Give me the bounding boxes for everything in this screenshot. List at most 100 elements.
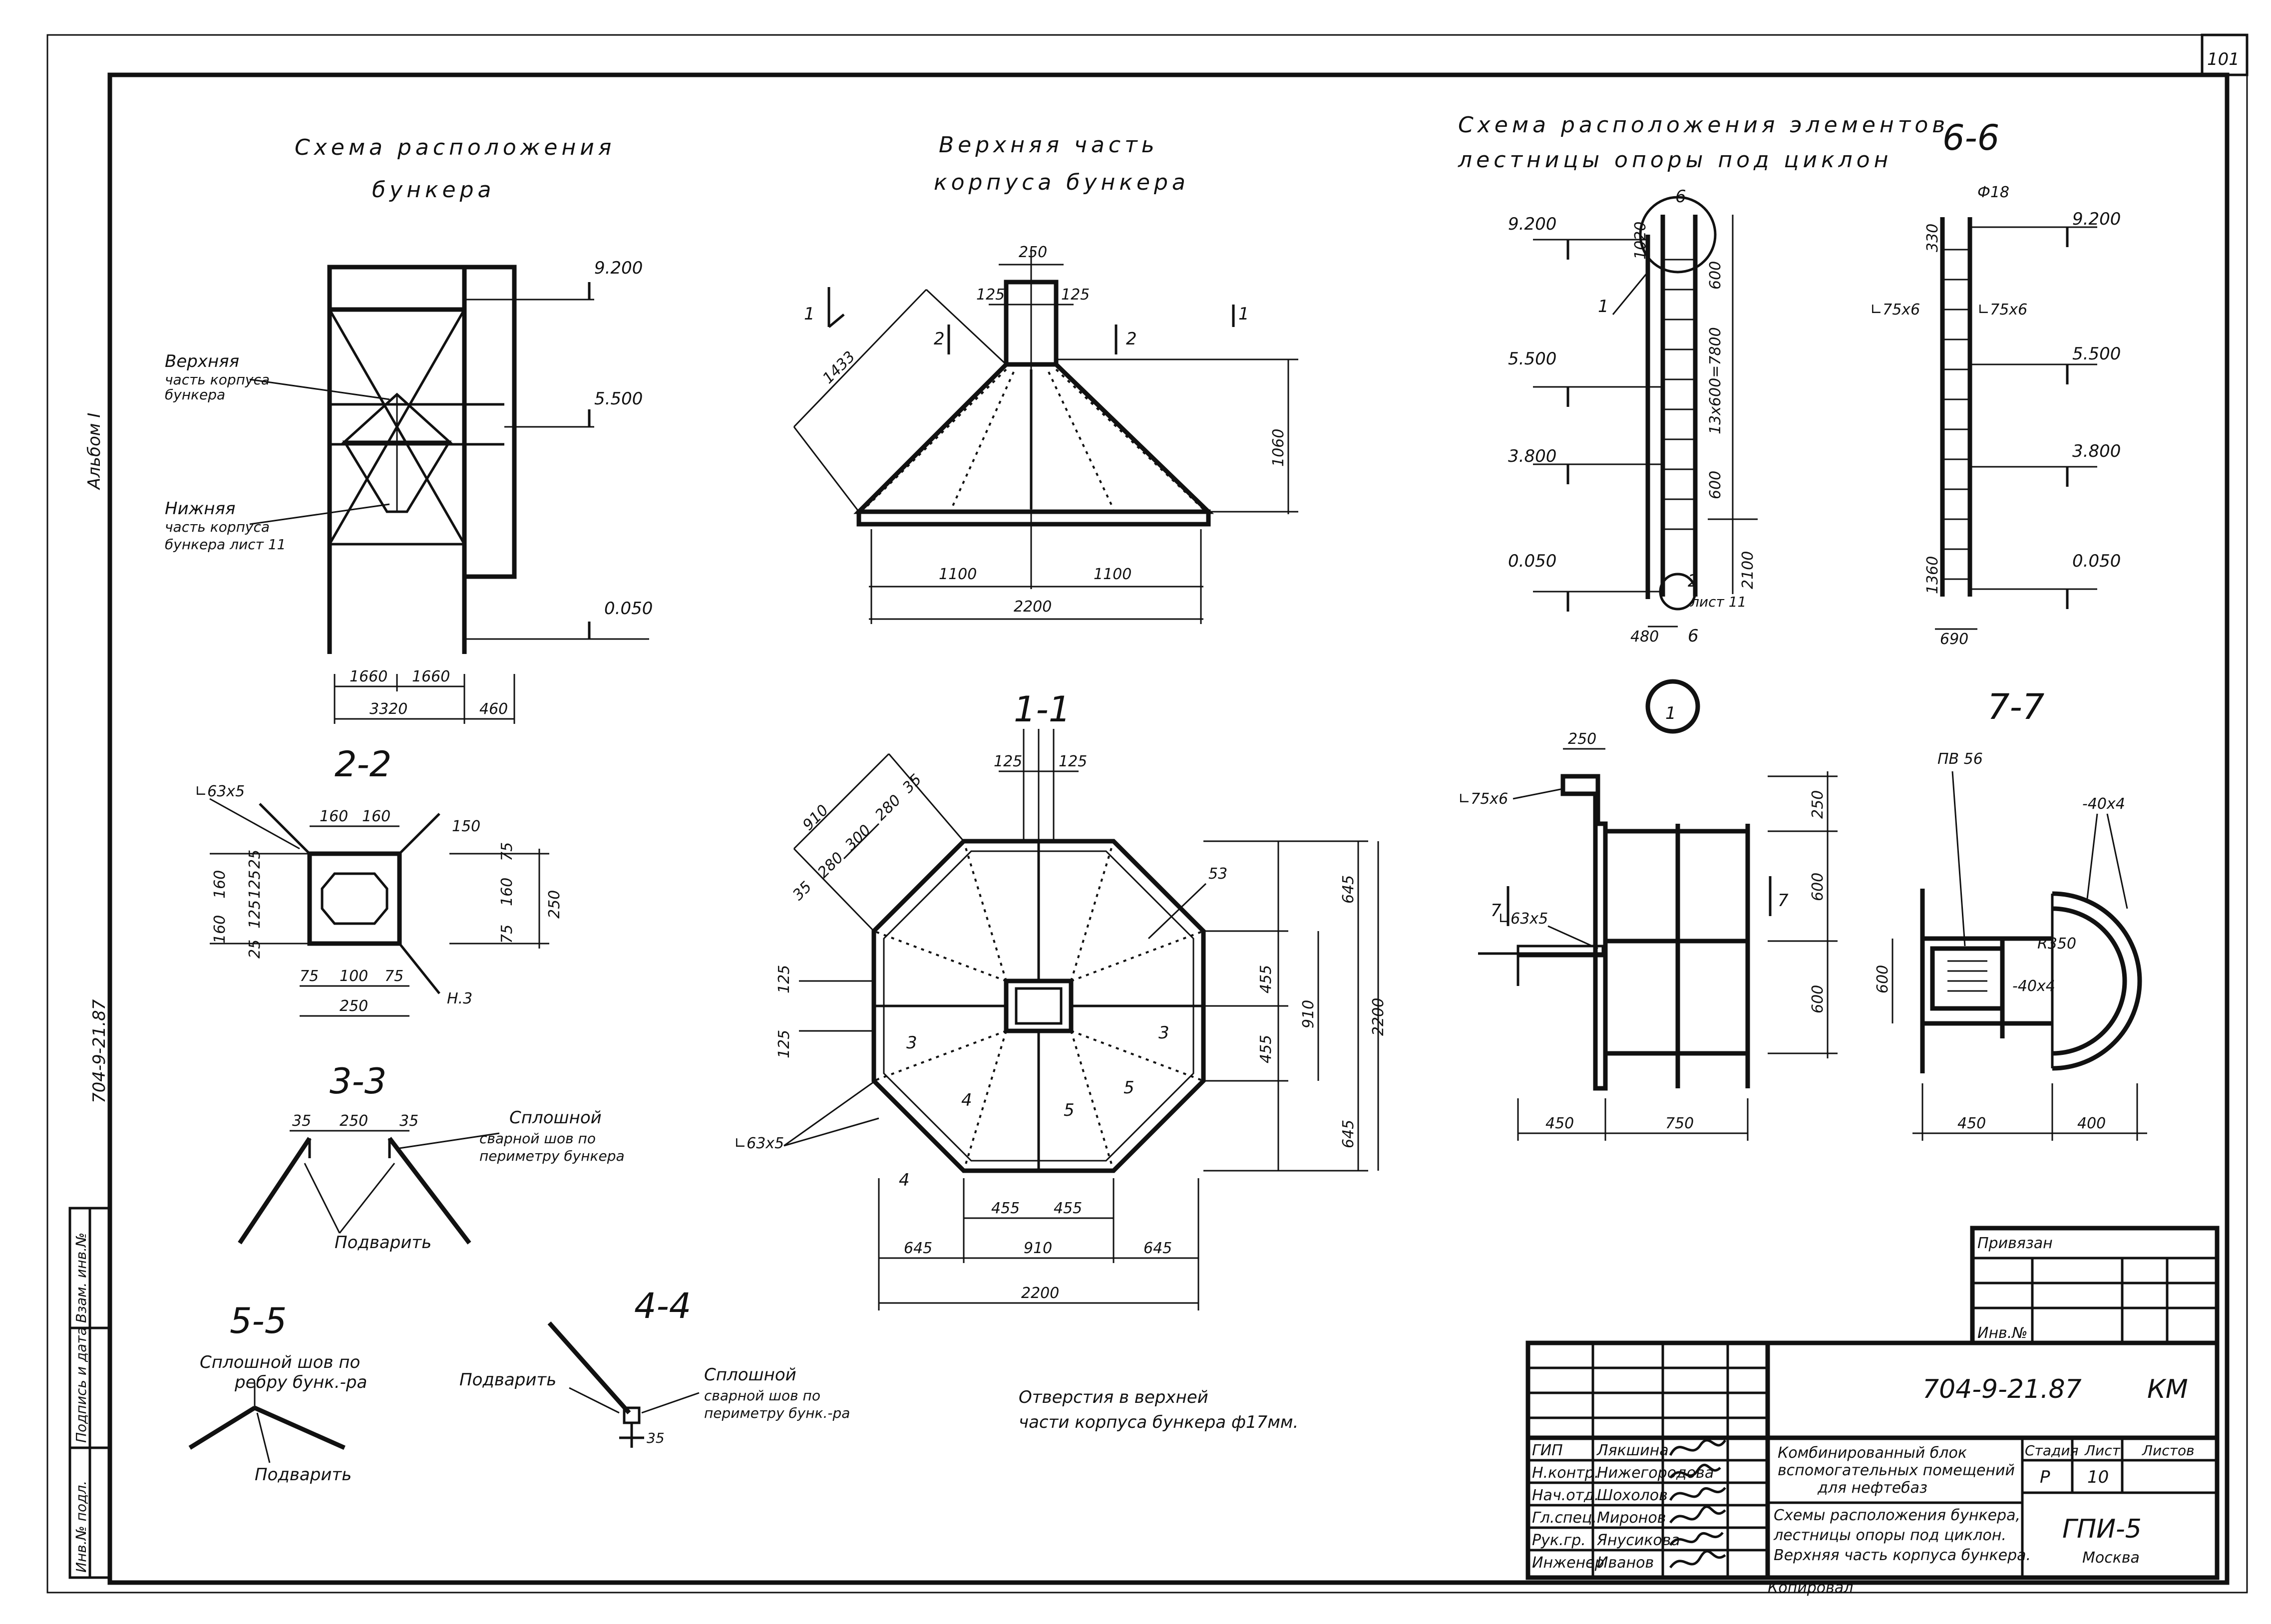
node1-dim-3: 250 bbox=[1809, 790, 1827, 819]
ladder-title-2: лестницы опоры под циклон bbox=[1458, 147, 1892, 173]
ladder-dim-0: 1020 bbox=[1632, 222, 1649, 260]
ladder-mark-sheet: лист 11 bbox=[1690, 594, 1746, 610]
sec44-note-3: периметру бунк.-ра bbox=[704, 1405, 850, 1421]
sec22-dim-13: 250 bbox=[546, 890, 563, 919]
upper-dim-1: 125 bbox=[976, 286, 1005, 304]
stamp-title-2: Верхняя часть корпуса бункера. bbox=[1774, 1547, 2031, 1564]
upper-title-1: Верхняя часть bbox=[939, 132, 1158, 158]
sec11-dim-19: 910 bbox=[1024, 1240, 1052, 1257]
sec22-dim-5: 25 bbox=[246, 850, 264, 869]
sec33-dim-0: 35 bbox=[292, 1112, 311, 1130]
node-1-title: 1 bbox=[1665, 703, 1676, 723]
sec66-dim-5: 690 bbox=[1940, 631, 1968, 648]
section-7-7: 7-7 ПВ 56 -40x4 R350 -40x4 600 450 400 bbox=[1874, 686, 2147, 1141]
node1-dim-6: 450 bbox=[1545, 1115, 1574, 1132]
inner-frame bbox=[107, 72, 2230, 1585]
stamp-name-5: Иванов bbox=[1597, 1554, 1654, 1572]
margin-code: 704-9-21.87 bbox=[89, 999, 109, 1103]
signature-3 bbox=[1669, 1505, 1726, 1524]
sec22-dim-10: 100 bbox=[340, 968, 368, 985]
section-3-3: 3-3 35 250 35 Сплошной сварной шов по пе… bbox=[238, 1061, 625, 1253]
sec44-note-1: Сплошной bbox=[704, 1365, 796, 1385]
side-stamp-inv: Инв.№ подл. bbox=[73, 1481, 89, 1573]
upper-mark-2b: 2 bbox=[1126, 329, 1137, 349]
sec55-note-2: ребру бунк.-ра bbox=[234, 1372, 367, 1392]
stamp-inv: Инв.№ bbox=[1977, 1324, 2027, 1342]
sec33-note-2: сварной шов по bbox=[479, 1130, 596, 1147]
ladder-mark-2: 2 bbox=[1688, 571, 1699, 591]
signature-5 bbox=[1669, 1550, 1726, 1569]
ladder-title-1: Схема расположения элементов bbox=[1458, 112, 1949, 138]
stamp-code: 704-9-21.87 bbox=[1922, 1374, 2082, 1404]
margin-album: Альбом I bbox=[84, 413, 104, 490]
sec66-dim-1: 330 bbox=[1924, 224, 1941, 252]
schema-upper-3: бункера bbox=[165, 386, 225, 403]
stamp-org: ГПИ-5 bbox=[2062, 1514, 2142, 1544]
sec11-dim-23: ∟63x5 bbox=[734, 1135, 784, 1152]
schema-level-0: 9.200 bbox=[594, 258, 643, 278]
signature-0 bbox=[1669, 1439, 1727, 1456]
sec22-dim-12: 250 bbox=[340, 997, 368, 1015]
ladder-dim-2: 13x600=7800 bbox=[1707, 327, 1724, 434]
sec22-dim-15: 160 bbox=[498, 878, 516, 906]
sec44-weld: Подварить bbox=[459, 1370, 556, 1390]
stamp-role-0: ГИП bbox=[1532, 1442, 1563, 1459]
side-stamp-replace: Взам. инв.№ bbox=[73, 1233, 89, 1323]
side-stamp-sign: Подпись и дата bbox=[73, 1327, 89, 1443]
signature-4 bbox=[1669, 1532, 1724, 1546]
sec33-note-3: периметру бункера bbox=[479, 1148, 625, 1164]
sec11-mark-5b: 5 bbox=[1124, 1078, 1135, 1098]
sec22-dim-4: 160 bbox=[211, 915, 229, 944]
title-block: Привязан Инв.№ 704-9-21.87 КМ ГИП Лякшин… bbox=[1525, 1226, 2220, 1597]
sec66-dim-2: ∟75x6 bbox=[1870, 301, 1920, 319]
stamp-name-3: Миронов bbox=[1597, 1509, 1666, 1527]
sec22-dim-8: 25 bbox=[246, 940, 264, 959]
signature-2 bbox=[1669, 1487, 1726, 1501]
stamp-role-2: Нач.отд. bbox=[1532, 1487, 1599, 1504]
sec77-dim-2: R350 bbox=[2037, 935, 2076, 953]
sec44-title: 4-4 bbox=[634, 1286, 691, 1326]
sec77-dim-3: -40x4 bbox=[2012, 977, 2055, 995]
outer-border bbox=[46, 34, 2248, 1594]
sec11-dim-1: 125 bbox=[1059, 753, 1087, 770]
sec66-level-2: 3.800 bbox=[2072, 441, 2121, 461]
section-4-4: 4-4 35 Подварить Сплошной сварной шов по… bbox=[459, 1286, 850, 1448]
upper-dim-3: 1433 bbox=[819, 348, 859, 387]
sec22-dim-17: 150 bbox=[452, 818, 480, 835]
stamp-role-5: Инженер bbox=[1532, 1554, 1604, 1572]
stamp-name-0: Лякшина bbox=[1596, 1442, 1669, 1459]
ladder-level-3: 0.050 bbox=[1508, 551, 1556, 571]
sec33-title: 3-3 bbox=[330, 1061, 386, 1102]
sec22-dim-16: 75 bbox=[498, 925, 516, 944]
sec66-level-0: 9.200 bbox=[2072, 209, 2121, 229]
corner-box bbox=[2201, 33, 2249, 76]
corner-number: 101 bbox=[2207, 49, 2240, 69]
sec77-dim-0: ПВ 56 bbox=[1937, 750, 1983, 768]
sec11-dim-10: 125 bbox=[775, 1030, 793, 1058]
ladder-level-0: 9.200 bbox=[1508, 214, 1556, 234]
sec11-dim-22: 2200 bbox=[1021, 1285, 1059, 1302]
sec11-mark-4a: 4 bbox=[961, 1090, 972, 1110]
sec22-dim-1: 160 bbox=[320, 808, 348, 825]
ladder-mark-1: 1 bbox=[1598, 297, 1609, 317]
upper-mark-1a: 1 bbox=[804, 304, 815, 324]
section-5-5: 5-5 Сплошной шов по ребру бунк.-ра Подва… bbox=[188, 1300, 367, 1485]
stamp-title-0: Схемы расположения бункера, bbox=[1774, 1507, 2020, 1524]
sec11-dim-17: 455 bbox=[991, 1200, 1020, 1217]
ladder-mark-6a: 6 bbox=[1675, 187, 1686, 207]
sec77-title: 7-7 bbox=[1987, 686, 2044, 727]
sec11-mark-3b: 3 bbox=[1158, 1023, 1169, 1043]
sec11-dim-14: 910 bbox=[1300, 1000, 1317, 1028]
sec22-dim-7: 125 bbox=[246, 900, 264, 929]
upper-dim-7: 2200 bbox=[1014, 598, 1052, 616]
sec11-mark-3a: 3 bbox=[906, 1033, 917, 1053]
sec44-dim: 35 bbox=[647, 1430, 665, 1446]
sec66-level-3: 0.050 bbox=[2072, 551, 2121, 571]
sec11-mark-5a: 5 bbox=[1064, 1100, 1075, 1120]
stamp-title-1: лестницы опоры под циклон. bbox=[1773, 1527, 2006, 1544]
schema-dim-1: 1660 bbox=[412, 668, 450, 685]
schema-dim-0: 1660 bbox=[350, 668, 387, 685]
stamp-project-2: для нефтебаз bbox=[1817, 1479, 1927, 1497]
